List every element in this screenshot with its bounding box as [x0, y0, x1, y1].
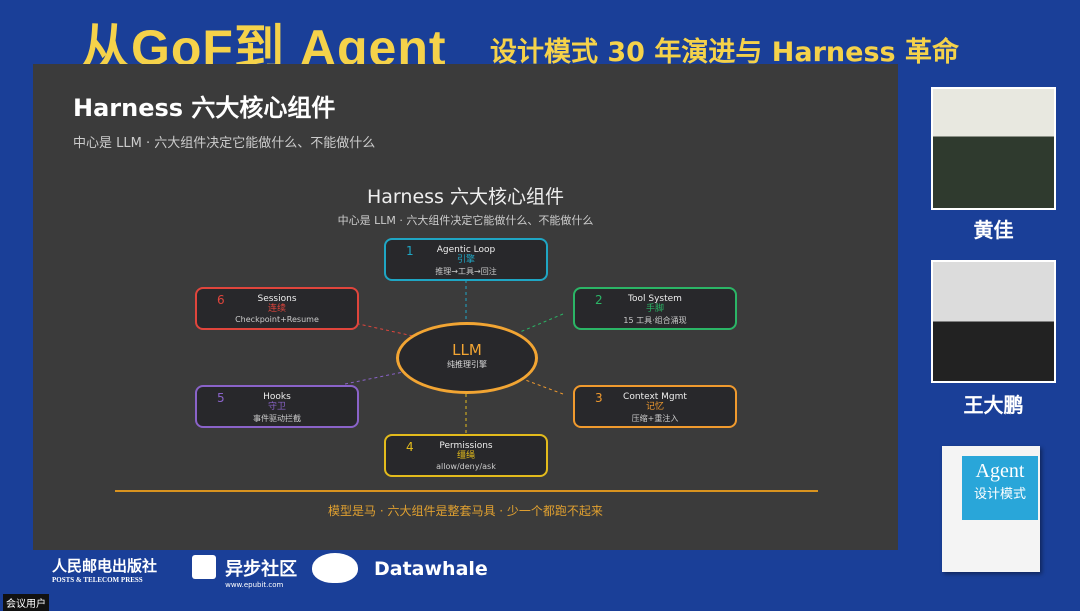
llm-label: LLM [452, 341, 482, 359]
speaker-video-2 [931, 260, 1056, 383]
slide-subheading: 中心是 LLM · 六大组件决定它能做什么、不能做什么 [73, 136, 376, 151]
epubit-url: www.epubit.com [225, 581, 284, 589]
slide-heading: Harness 六大核心组件 [73, 94, 336, 122]
component-number: 5 [217, 391, 225, 405]
component-role: 守卫 [267, 402, 286, 412]
component-number: 6 [217, 293, 225, 307]
component-box: 4 Permissions 缰绳 allow/deny/ask [384, 434, 548, 477]
datawhale-logo: Datawhale [374, 558, 488, 580]
component-name: Permissions [439, 441, 493, 451]
event-subtitle: 设计模式 30 年演进与 Harness 革命 [490, 37, 959, 68]
publisher-name-en: POSTS & TELECOM PRESS [52, 576, 143, 584]
component-desc: allow/deny/ask [436, 462, 496, 471]
speaker-name-1: 黄佳 [973, 218, 1014, 242]
component-name: Hooks [263, 392, 291, 402]
shared-slide: Harness 六大核心组件 中心是 LLM · 六大组件决定它能做什么、不能做… [33, 64, 898, 550]
component-number: 2 [595, 293, 603, 307]
component-role: 记忆 [645, 402, 664, 412]
publisher-logo: 人民邮电出版社 POSTS & TELECOM PRESS [30, 555, 170, 584]
component-desc: 15 工具·组合涌现 [623, 316, 687, 325]
llm-node: LLM 纯推理引擎 [396, 322, 538, 394]
component-desc: Checkpoint+Resume [235, 315, 319, 324]
participant-label: 会议用户 [3, 594, 49, 611]
component-box: 3 Context Mgmt 记忆 压缩+重注入 [573, 385, 737, 428]
component-name: Context Mgmt [623, 392, 687, 402]
slide-footer: 模型是马 · 六大组件是整套马具 · 少一个都跑不起来 [328, 504, 603, 518]
diagram-subtitle: 中心是 LLM · 六大组件决定它能做什么、不能做什么 [337, 214, 594, 227]
component-number: 1 [406, 244, 414, 258]
component-number: 4 [406, 440, 414, 454]
component-box: 2 Tool System 手脚 15 工具·组合涌现 [573, 287, 737, 330]
book-subtitle: 设计模式 [973, 487, 1026, 502]
book-title: Agent [975, 460, 1025, 482]
book-cover: Agent 设计模式 [942, 446, 1040, 572]
component-box: 1 Agentic Loop 引擎 推理→工具→回注 [384, 238, 548, 281]
component-role: 引擎 [456, 255, 475, 265]
component-name: Sessions [257, 294, 297, 304]
whale-icon [312, 553, 358, 583]
component-box: 6 Sessions 连续 Checkpoint+Resume [195, 287, 359, 330]
connector-3 [519, 377, 564, 395]
diagram-title: Harness 六大核心组件 [367, 186, 564, 208]
epubit-name: 异步社区 [225, 559, 298, 580]
component-name: Agentic Loop [436, 245, 496, 255]
epubit-logo: 异步社区 www.epubit.com [192, 555, 297, 589]
component-role: 手脚 [645, 304, 664, 314]
speaker-name-2: 王大鹏 [963, 393, 1024, 417]
component-desc: 压缩+重注入 [631, 414, 679, 423]
llm-desc: 纯推理引擎 [447, 360, 487, 369]
component-number: 3 [595, 391, 603, 405]
component-desc: 事件驱动拦截 [253, 414, 301, 423]
epubit-icon [192, 555, 216, 579]
connector-2 [519, 313, 564, 333]
component-desc: 推理→工具→回注 [435, 267, 497, 276]
component-role: 缰绳 [456, 451, 475, 461]
component-box: 5 Hooks 守卫 事件驱动拦截 [195, 385, 359, 428]
connector-lines [344, 280, 564, 434]
component-name: Tool System [628, 294, 682, 304]
component-role: 连续 [267, 304, 286, 314]
divider [115, 490, 818, 492]
speaker-video-1 [931, 87, 1056, 210]
publisher-name: 人民邮电出版社 [52, 559, 158, 575]
